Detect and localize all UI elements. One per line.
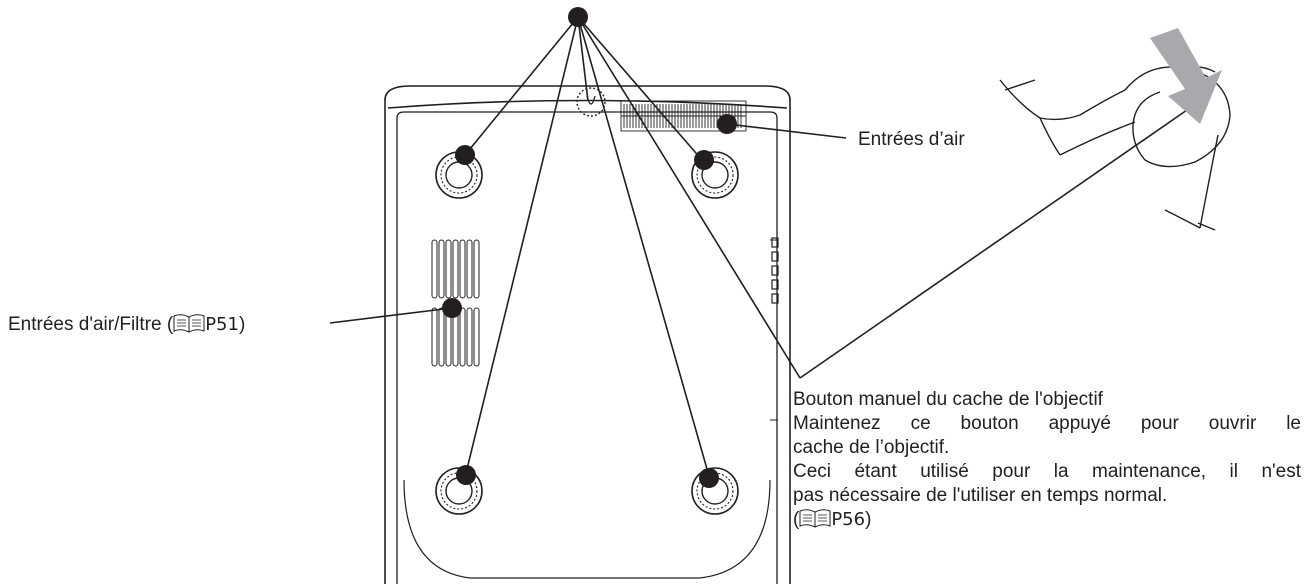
lens-cover-ref-close: ) [865,509,872,530]
book-reference-icon [173,314,205,333]
lens-cover-ref: ( P56) [793,508,1301,532]
lens-cover-title: Bouton manuel du cache de l'objectif [793,389,1103,410]
foot-front-right-dot [694,150,714,170]
adjustable-feet [435,151,739,515]
book-reference-icon [799,509,831,528]
air-intakes-filter-label: Entrées d'air/Filtre ( P51) [8,313,245,337]
air-intakes-filter-page-ref: P51 [205,314,239,335]
lens-cover-description: Bouton manuel du cache de l'objectif Mai… [793,388,1301,532]
lens-cover-line-4: pas nécessaire de l'utiliser en temps no… [793,485,1168,506]
push-arrow-icon [1150,28,1222,124]
foot-rear-right-dot [699,468,719,488]
air-intakes-filter-text: Entrées d'air/Filtre ( [8,314,174,335]
filter-dot [442,298,462,318]
lens-cover-line-1: Maintenez ce bouton appuyé pour ouvrir l… [793,413,1301,434]
top-hub-dot [568,7,588,27]
callout-dots [442,7,737,488]
lens-cover-page-ref: P56 [831,509,866,530]
air-intakes-filter-close: ) [238,314,246,335]
lens-cover-line-3: Ceci étant utilisé pour la maintenance, … [793,461,1301,482]
air-intake-dot [717,114,737,134]
foot-rear-left-dot [456,465,476,485]
projector-body [384,85,791,584]
lens-cover-ref-open: ( [793,509,800,530]
air-intakes-label: Entrées d’air [858,129,965,150]
lens-cover-line-2: cache de l’objectif. [793,437,950,458]
foot-front-left-dot [455,145,475,165]
side-buttons [771,237,779,304]
leader-lines [329,16,1188,477]
